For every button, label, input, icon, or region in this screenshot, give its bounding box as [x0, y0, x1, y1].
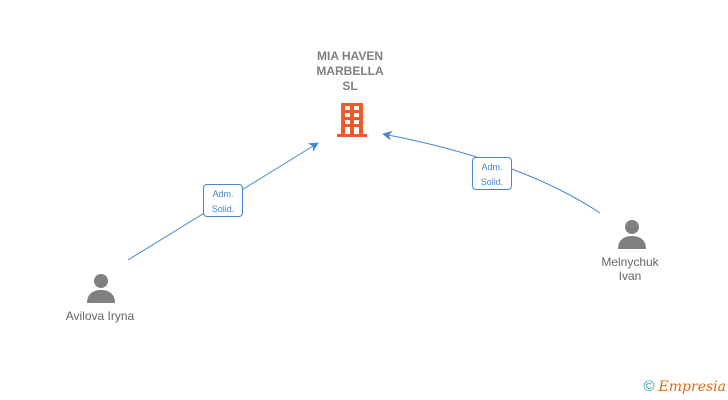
building-icon[interactable]: [336, 103, 368, 137]
person-icon[interactable]: [85, 272, 117, 304]
person-name-melnychuk[interactable]: Melnychuk Ivan: [601, 255, 659, 283]
edge-label-avilova: Adm. Solid.: [203, 184, 243, 217]
company-name[interactable]: MIA HAVEN MARBELLA SL: [316, 49, 384, 93]
edge-label-melnychuk: Adm. Solid.: [472, 157, 512, 190]
copyright-icon: ©: [643, 378, 655, 395]
person-icon[interactable]: [616, 218, 648, 250]
brand-name: Empresia: [658, 379, 726, 395]
person-name-avilova[interactable]: Avilova Iryna: [65, 309, 135, 323]
empresia-logo: ©Empresia: [643, 378, 726, 395]
